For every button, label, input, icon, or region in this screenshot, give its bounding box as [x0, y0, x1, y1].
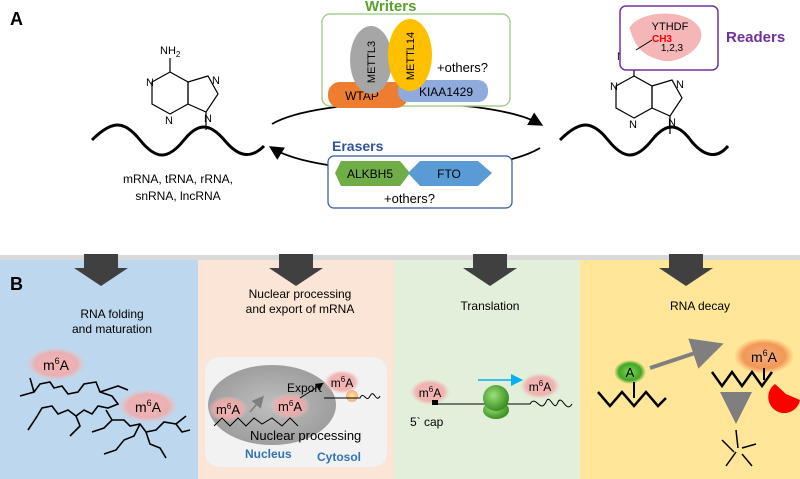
ythdf-protein — [629, 13, 702, 62]
m6a-glow-nuclear-2 — [270, 393, 310, 419]
down-arrow-decay — [659, 254, 713, 286]
down-arrow-folding — [74, 254, 128, 286]
writers-others: +others? — [437, 60, 488, 75]
fto-protein — [408, 161, 492, 186]
panel-b-bg-translation — [394, 258, 580, 479]
export-arrow — [299, 382, 324, 399]
a-glow-decay — [614, 360, 646, 384]
export-ribosome — [346, 390, 358, 402]
rna-strand-right — [558, 123, 730, 157]
cytosol-label: Cytosol — [317, 450, 361, 464]
folded-rna-2 — [91, 409, 191, 459]
section-title-folding-1: RNA folding — [80, 307, 143, 321]
erasers-others: +others? — [384, 191, 435, 206]
rna-types-line2: snRNA, lncRNA — [135, 189, 220, 203]
mettl3-protein — [350, 26, 392, 94]
mettl14-label: METTL14 — [405, 32, 417, 80]
section-title-decay: RNA decay — [670, 299, 730, 313]
section-title-folding-2: and maturation — [72, 322, 152, 336]
n1-label-right: N — [610, 81, 618, 93]
m6a-glow-folding-1 — [26, 347, 86, 381]
m6a-label-folding-1: m6A — [43, 356, 70, 373]
m6a-label-translation-1: m6A — [419, 385, 441, 400]
down-arrows — [74, 254, 713, 286]
folded-rna-1 — [19, 377, 129, 437]
m6a-label-nuclear-2: m6A — [278, 399, 302, 414]
m6a-glow-folding-2 — [118, 389, 178, 423]
kiaa1429-label: KIAA1429 — [419, 85, 473, 99]
m6a-label-decay: m6A — [751, 348, 778, 365]
section-title-nuclear-2: and export of mRNA — [246, 302, 355, 316]
m6a-glow-nuclear-1 — [208, 396, 248, 422]
ch3-label: CH3 — [652, 34, 672, 45]
decay-rna-left — [597, 390, 667, 408]
section-title-nuclear-1: Nuclear processing — [249, 287, 352, 301]
nh2-label: NH2 — [160, 45, 181, 59]
m6a-label-cytosol: m6A — [331, 375, 353, 390]
translated-mrna — [436, 398, 573, 408]
nuclear-processing-label: Nuclear processing — [250, 428, 361, 443]
decay-reader-protein — [768, 384, 800, 414]
down-arrow-translation — [463, 254, 517, 286]
m6a-glow-decay — [734, 338, 794, 374]
ribosome-large — [483, 385, 509, 411]
section-title-translation: Translation — [461, 299, 520, 313]
mettl3-label: METTL3 — [366, 41, 378, 83]
pre-mrna — [213, 417, 299, 427]
decay-arrow-gray — [649, 338, 724, 370]
cap-marker — [432, 400, 438, 405]
methyl-bond — [635, 39, 653, 51]
erasers-title: Erasers — [332, 138, 384, 154]
adenine-labels-left: NH2 N N N N — [146, 45, 220, 127]
n7-label: N — [212, 75, 220, 87]
ythdf-label: YTHDF — [652, 21, 689, 33]
n1-label: N — [146, 77, 154, 89]
cap-label: 5` cap — [410, 415, 444, 429]
wtap-protein — [328, 82, 408, 108]
processing-arrow — [249, 395, 264, 413]
m6a-glow-translation-2 — [520, 373, 560, 399]
down-arrow-nuclear — [269, 254, 323, 286]
panel-b-top-strip — [0, 255, 800, 260]
n7-label-right: N — [676, 79, 684, 91]
ythdf-number-label: 1,2,3 — [661, 43, 684, 54]
decay-rna-right — [710, 369, 774, 389]
n9-label-right: N — [668, 117, 676, 129]
n3-label: N — [165, 115, 173, 127]
rna-strand-left — [90, 123, 266, 157]
mettl14-protein — [388, 19, 432, 91]
panel-b-label: B — [10, 274, 23, 294]
nucleus-label: Nucleus — [245, 447, 292, 461]
m6a-glow-translation-1 — [410, 379, 450, 405]
alkbh5-protein — [335, 161, 410, 186]
writers-title: Writers — [365, 0, 416, 15]
m6a-glow-cytosol — [324, 370, 360, 394]
decay-fragments — [721, 429, 757, 467]
fto-label: FTO — [437, 167, 461, 181]
cytosol-mrna — [324, 393, 381, 400]
adenine-structure-left — [151, 58, 219, 130]
panel-a-label: A — [10, 9, 23, 29]
n3-label-right: N — [629, 119, 637, 131]
m6a-label-nuclear-1: m6A — [216, 402, 240, 417]
n9-label: N — [204, 113, 212, 125]
readers-title: Readers — [726, 29, 785, 46]
a-label-decay: A — [626, 365, 635, 380]
m6a-label-folding-2: m6A — [135, 398, 162, 415]
export-label: Export — [287, 381, 322, 395]
alkbh5-label: ALKBH5 — [347, 167, 393, 181]
m6a-label-translation-2: m6A — [529, 379, 551, 394]
rna-types-line1: mRNA, tRNA, rRNA, — [123, 172, 233, 186]
